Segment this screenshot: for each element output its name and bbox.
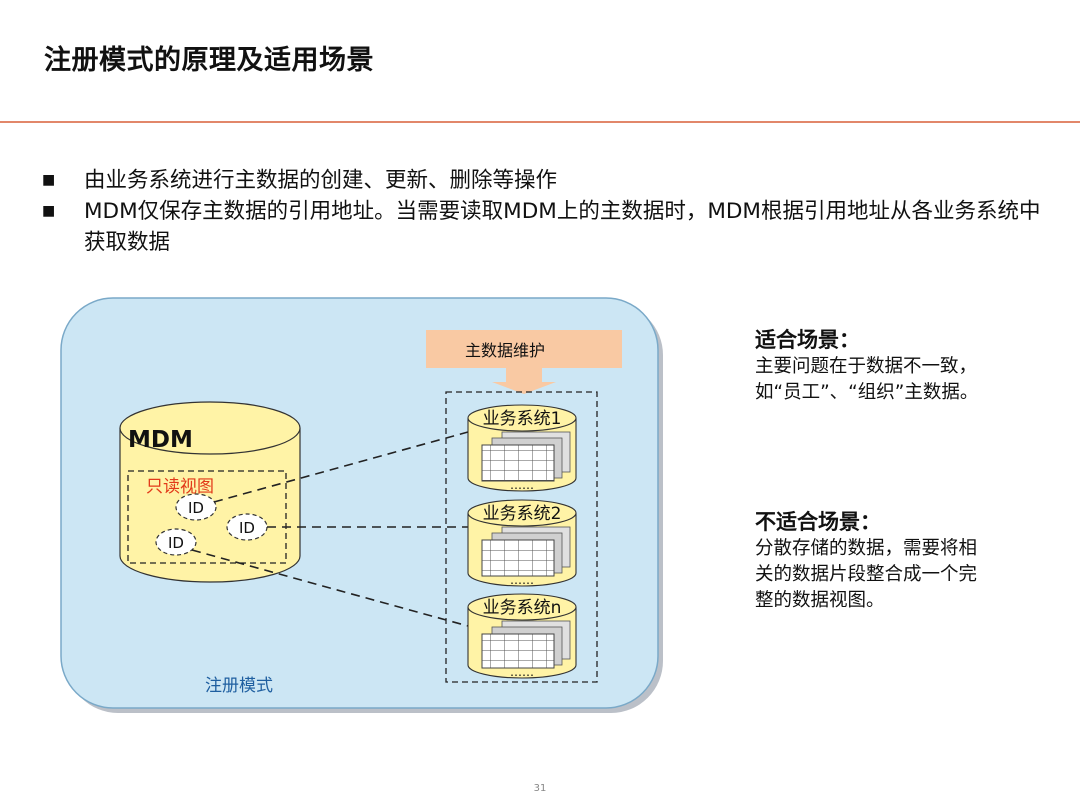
business-system-2-database (467, 499, 577, 587)
page-title: 注册模式的原理及适用场景 (44, 45, 374, 76)
maintenance-label: 主数据维护 (465, 341, 545, 360)
bullet-square-icon: ■ (42, 203, 56, 219)
business-systems-box (445, 391, 598, 683)
ellipsis-text: …… (510, 573, 534, 587)
bullet-item: ■ MDM仅保存主数据的引用地址。当需要读取MDM上的主数据时，MDM根据引用地… (40, 196, 1060, 258)
suitable-scenario: 适合场景： 主要问题在于数据不一致，如“员工”、“组织”主数据。 (755, 326, 1055, 406)
id-reference-3 (155, 528, 197, 556)
business-system-label: 业务系统1 (483, 409, 562, 429)
business-system-label: 业务系统n (483, 598, 562, 618)
id-label: ID (239, 519, 255, 537)
readonly-view-box (127, 470, 287, 564)
bullet-text: MDM仅保存主数据的引用地址。当需要读取MDM上的主数据时，MDM根据引用地址从… (84, 199, 1041, 255)
bullet-list: ■ 由业务系统进行主数据的创建、更新、删除等操作 ■ MDM仅保存主数据的引用地… (40, 165, 1060, 258)
suitable-heading: 适合场景： (755, 328, 860, 352)
bullet-text: 由业务系统进行主数据的创建、更新、删除等操作 (84, 168, 558, 193)
maintenance-banner (426, 330, 622, 368)
readonly-view-label: 只读视图 (146, 477, 214, 497)
suitable-text: 主要问题在于数据不一致，如“员工”、“组织”主数据。 (755, 356, 979, 403)
id-reference-1 (175, 493, 217, 521)
reference-line-3 (191, 549, 469, 627)
title-divider (0, 121, 1080, 123)
business-system-label: 业务系统2 (483, 504, 562, 524)
unsuitable-heading: 不适合场景： (755, 510, 881, 534)
business-system-n-database (467, 593, 577, 679)
down-arrow-icon (492, 368, 556, 394)
bullet-square-icon: ■ (42, 172, 56, 188)
unsuitable-text: 分散存储的数据，需要将相关的数据片段整合成一个完整的数据视图。 (755, 538, 978, 611)
page-number: 31 (533, 783, 547, 794)
ellipsis-text: …… (510, 478, 534, 492)
business-system-1-database (467, 404, 577, 492)
unsuitable-scenario: 不适合场景： 分散存储的数据，需要将相关的数据片段整合成一个完整的数据视图。 (755, 508, 1055, 614)
id-label: ID (168, 534, 184, 552)
mdm-label: MDM (128, 427, 193, 453)
id-label: ID (188, 499, 204, 517)
container-label: 注册模式 (205, 676, 273, 696)
bullet-item: ■ 由业务系统进行主数据的创建、更新、删除等操作 (40, 165, 1060, 196)
ellipsis-text: …… (510, 665, 534, 679)
